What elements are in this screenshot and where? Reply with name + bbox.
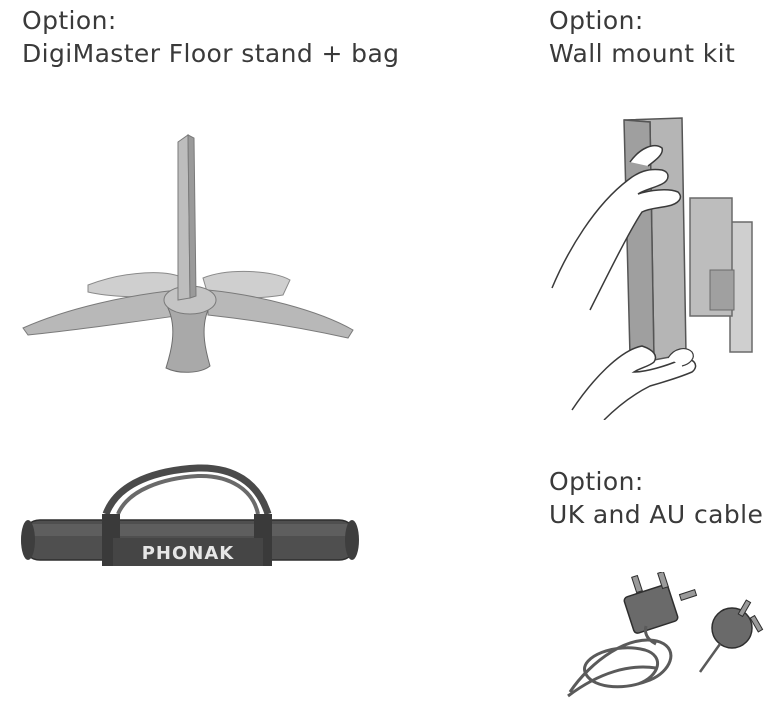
cable-option-label: Option:	[549, 467, 644, 496]
bag-brand-text: PHONAK	[142, 543, 235, 564]
uk-au-cable-illustration	[567, 572, 764, 698]
floor-stand-option-label: Option:	[22, 6, 117, 35]
cable-title: UK and AU cable	[549, 500, 764, 529]
wall-mount-title: Wall mount kit	[549, 39, 736, 68]
floor-stand-illustration	[22, 134, 354, 373]
wall-mount-caption: Option: Wall mount kit	[549, 4, 735, 70]
wall-mount-illustration	[551, 117, 753, 420]
carry-bag-illustration: PHONAK	[21, 464, 359, 566]
floor-stand-caption: Option: DigiMaster Floor stand + bag	[22, 4, 399, 70]
wall-mount-option-label: Option:	[549, 6, 644, 35]
floor-stand-title: DigiMaster Floor stand + bag	[22, 39, 400, 68]
cable-caption: Option: UK and AU cable	[549, 465, 763, 531]
